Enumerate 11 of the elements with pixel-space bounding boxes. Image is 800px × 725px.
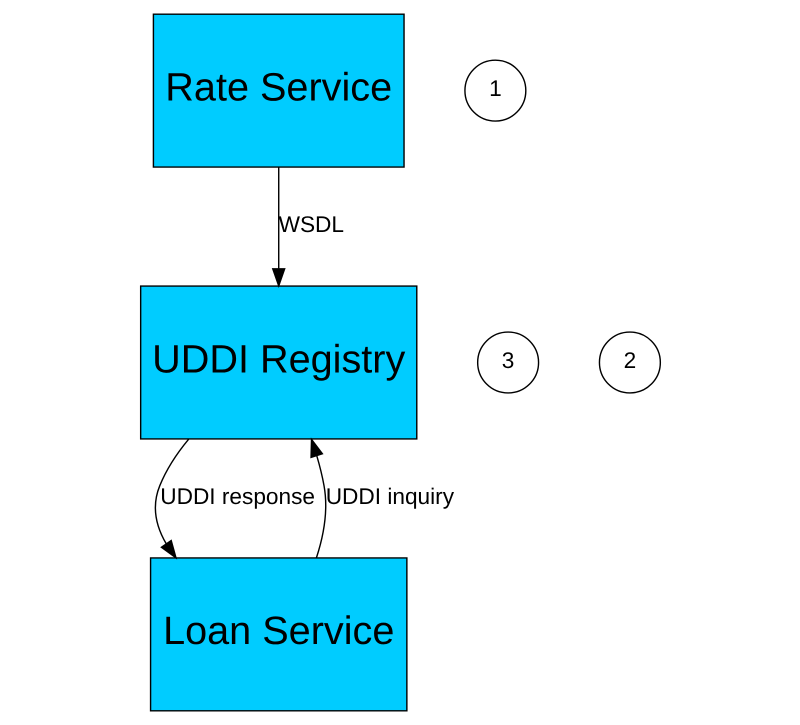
edge-label: UDDI inquiry bbox=[325, 482, 454, 509]
arrow bbox=[154, 438, 189, 560]
node-box: Loan Service bbox=[149, 557, 408, 712]
arrow bbox=[271, 167, 286, 288]
node-box: UDDI Registry bbox=[139, 285, 417, 440]
node-circle: 3 bbox=[476, 331, 539, 394]
node-circle: 1 bbox=[464, 59, 526, 122]
node-circle: 2 bbox=[598, 331, 661, 394]
edge-label: UDDI response bbox=[160, 482, 315, 509]
node-box: Rate Service bbox=[152, 13, 404, 168]
arrow bbox=[310, 437, 326, 558]
